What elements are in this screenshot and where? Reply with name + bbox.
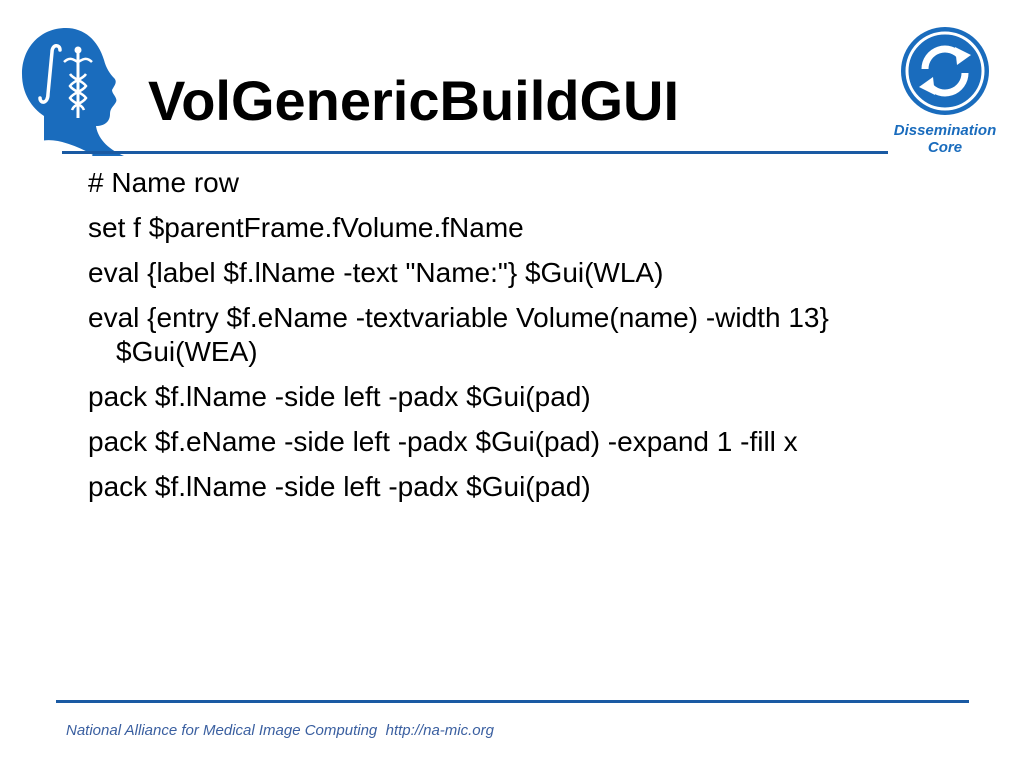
code-line-pack-label-2: pack $f.lName -side left -padx $Gui(pad) <box>88 471 591 502</box>
logo-label-line1: Dissemination <box>893 122 997 139</box>
code-line-pack-entry: pack $f.eName -side left -padx $Gui(pad)… <box>88 426 798 457</box>
footer-divider <box>56 700 969 703</box>
code-line-pack-label: pack $f.lName -side left -padx $Gui(pad) <box>88 381 591 412</box>
refresh-arrows-icon <box>901 27 989 115</box>
slide-title: VolGenericBuildGUI <box>148 69 680 132</box>
code-line-eval-label: eval {label $f.lName -text "Name:"} $Gui… <box>88 257 664 288</box>
head-caduceus-logo-icon <box>22 28 124 157</box>
code-line-set-frame: set f $parentFrame.fVolume.fName <box>88 212 524 243</box>
code-line-eval-entry: eval {entry $f.eName -textvariable Volum… <box>88 302 829 367</box>
slide-body: # Name row set f $parentFrame.fVolume.fN… <box>88 166 988 515</box>
code-line-comment: # Name row <box>88 167 239 198</box>
logo-label-line2: Core <box>927 139 963 156</box>
footer-text: National Alliance for Medical Image Comp… <box>66 722 494 739</box>
header-divider <box>62 151 888 154</box>
dissemination-core-logo: Dissemination Core <box>880 22 1010 162</box>
